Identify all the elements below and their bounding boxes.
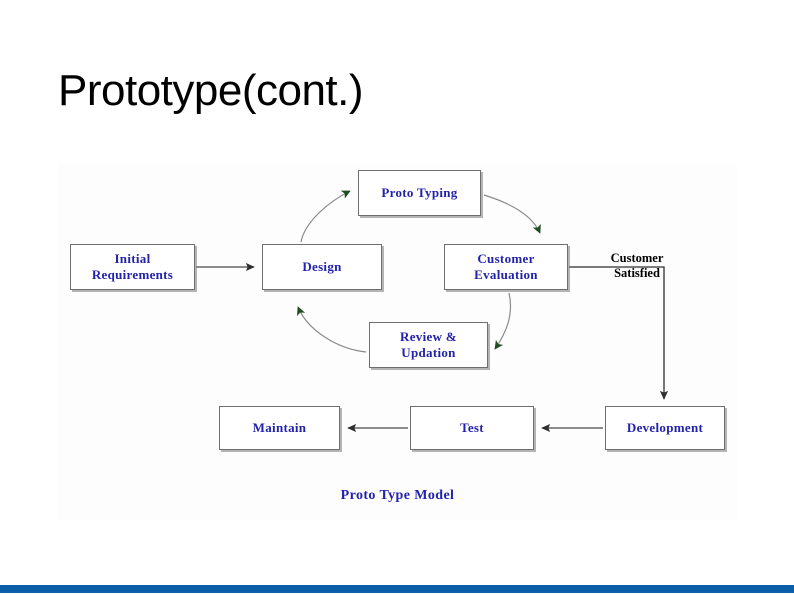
page-title: Prototype(cont.) bbox=[58, 66, 364, 115]
node-maintain: Maintain bbox=[219, 406, 340, 450]
node-customer-evaluation: Customer Evaluation bbox=[444, 244, 568, 290]
edge-design-to-proto-typing bbox=[300, 190, 351, 243]
node-proto-typing: Proto Typing bbox=[358, 170, 481, 216]
edge-label-customer-satisfied: Customer Satisfied bbox=[610, 251, 664, 280]
prototype-model-diagram: Initial Requirements Design Proto Typing… bbox=[58, 163, 737, 520]
node-initial-requirements: Initial Requirements bbox=[70, 244, 195, 290]
edge-customer-evaluation-to-review-updation bbox=[494, 292, 512, 350]
node-test-label: Test bbox=[460, 419, 484, 435]
edge-proto-typing-to-customer-evaluation bbox=[483, 194, 541, 234]
node-design-label: Design bbox=[302, 258, 342, 274]
node-review-updation: Review & Updation bbox=[369, 322, 488, 368]
node-review-updation-label: Review & Updation bbox=[400, 328, 457, 360]
node-design: Design bbox=[262, 244, 382, 290]
diagram-caption: Proto Type Model bbox=[340, 488, 455, 503]
node-development-label: Development bbox=[626, 419, 704, 435]
edge-customer-evaluation-to-development bbox=[569, 266, 669, 400]
edge-review-updation-to-design bbox=[297, 306, 367, 353]
node-proto-typing-label: Proto Typing bbox=[381, 184, 458, 200]
diagram-connectors bbox=[196, 190, 669, 433]
node-development: Development bbox=[605, 406, 725, 450]
bottom-accent-bar bbox=[0, 585, 794, 593]
node-initial-requirements-label: Initial Requirements bbox=[91, 250, 174, 282]
node-test: Test bbox=[410, 406, 534, 450]
node-maintain-label: Maintain bbox=[252, 419, 307, 435]
node-customer-evaluation-label: Customer Evaluation bbox=[474, 250, 538, 282]
